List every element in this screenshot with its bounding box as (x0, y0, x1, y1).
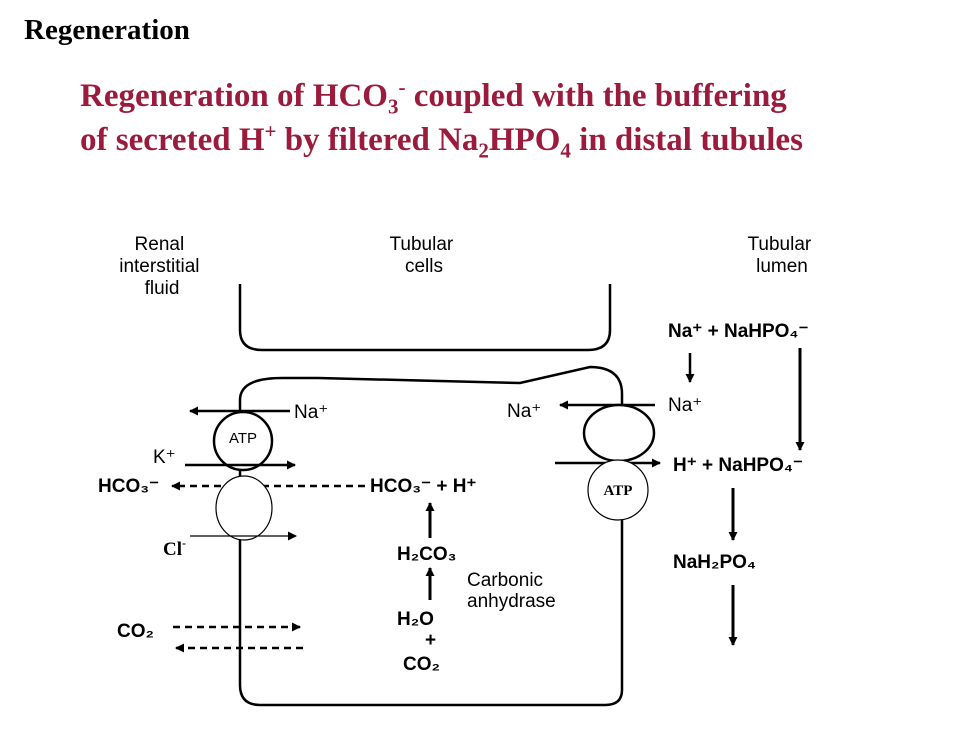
h-atpase-pump (587, 459, 649, 521)
atp-label-left: ATP (229, 430, 257, 447)
region-label-interstitial: Renal interstitial fluid (119, 234, 205, 299)
co2-label-left: CO₂ (117, 621, 154, 642)
k-label: K⁺ (153, 447, 176, 468)
enzyme-label-1: Carbonic (467, 570, 543, 591)
na-label-lumen: Na⁺ (668, 395, 702, 416)
h2co3-label: H₂CO₃ (397, 544, 456, 565)
tubular-cell-outline (238, 365, 624, 707)
h-nahpo4-label: H⁺ + NaHPO₄⁻ (673, 455, 803, 476)
nah2po4-label: NaH₂PO₄ (673, 552, 756, 573)
na-label-left: Na⁺ (294, 402, 328, 423)
subtitle-line-2: of secreted H+ by filtered Na2HPO4 in di… (80, 119, 803, 163)
h2o-label: H₂O (397, 609, 434, 630)
atp-label-right: ATP (604, 483, 633, 499)
enzyme-label-2: anhydrase (467, 591, 556, 612)
page-heading: Regeneration (24, 14, 190, 46)
na-label-inner: Na⁺ (507, 401, 541, 422)
co2-label-center: CO₂ (403, 654, 440, 675)
subtitle-line-1: Regeneration of HCO3- coupled with the b… (80, 75, 787, 119)
upper-cell-outline (238, 284, 612, 352)
hco3-label-left: HCO₃⁻ (98, 476, 159, 497)
na-k-atpase-pump (212, 410, 274, 472)
na-h-exchanger (582, 403, 656, 463)
region-label-cells: Tubular cells (390, 234, 459, 277)
hco3-h-label: HCO₃⁻ + H⁺ (370, 476, 476, 497)
cl-hco3-exchanger (215, 475, 273, 541)
cl-label: Cl- (163, 536, 186, 560)
slide-subtitle: Regeneration of HCO3- coupled with the b… (80, 74, 803, 162)
region-label-lumen: Tubular lumen (748, 234, 817, 277)
plus-label: + (425, 630, 436, 651)
na-nahpo4-label-top: Na⁺ + NaHPO₄⁻ (668, 321, 809, 342)
